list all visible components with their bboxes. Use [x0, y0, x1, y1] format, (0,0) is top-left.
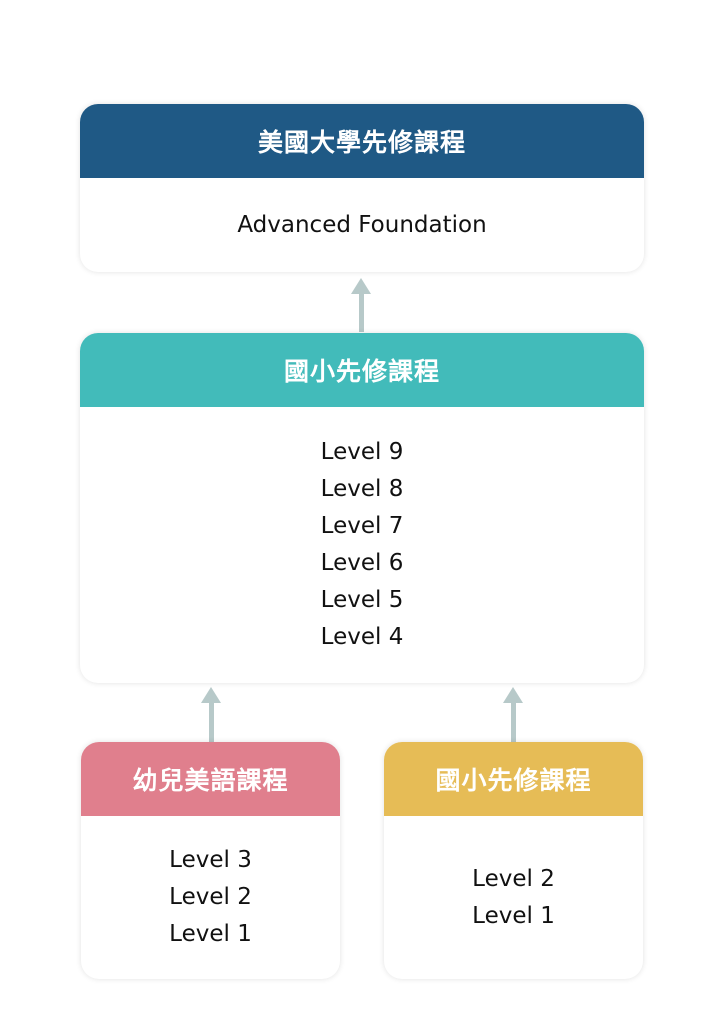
right-course-box: 國小先修課程 Level 2 Level 1 [384, 742, 643, 979]
right-course-title: 國小先修課程 [384, 742, 643, 816]
course-level: Level 6 [320, 550, 404, 576]
arrow-up-icon [503, 687, 523, 742]
course-level: Advanced Foundation [237, 211, 487, 238]
right-course-items: Level 2 Level 1 [384, 816, 643, 979]
middle-course-items: Level 9 Level 8 Level 7 Level 6 Level 5 … [80, 407, 644, 683]
course-level: Level 1 [169, 921, 252, 947]
top-course-box: 美國大學先修課程 Advanced Foundation [80, 104, 644, 272]
course-level: Level 8 [320, 476, 404, 502]
course-level: Level 9 [320, 439, 404, 465]
top-course-title: 美國大學先修課程 [80, 104, 644, 178]
arrow-up-icon [351, 278, 371, 332]
middle-course-box: 國小先修課程 Level 9 Level 8 Level 7 Level 6 L… [80, 333, 644, 683]
course-level: Level 7 [320, 513, 404, 539]
course-level: Level 1 [472, 902, 555, 929]
middle-course-title: 國小先修課程 [80, 333, 644, 407]
top-course-items: Advanced Foundation [80, 178, 644, 272]
course-level: Level 5 [320, 587, 404, 613]
course-level: Level 2 [169, 884, 252, 910]
left-course-items: Level 3 Level 2 Level 1 [81, 816, 340, 979]
course-level: Level 3 [169, 847, 252, 873]
arrow-up-icon [201, 687, 221, 742]
left-course-title: 幼兒美語課程 [81, 742, 340, 816]
course-level: Level 4 [320, 624, 404, 650]
course-level: Level 2 [472, 865, 555, 892]
left-course-box: 幼兒美語課程 Level 3 Level 2 Level 1 [81, 742, 340, 979]
